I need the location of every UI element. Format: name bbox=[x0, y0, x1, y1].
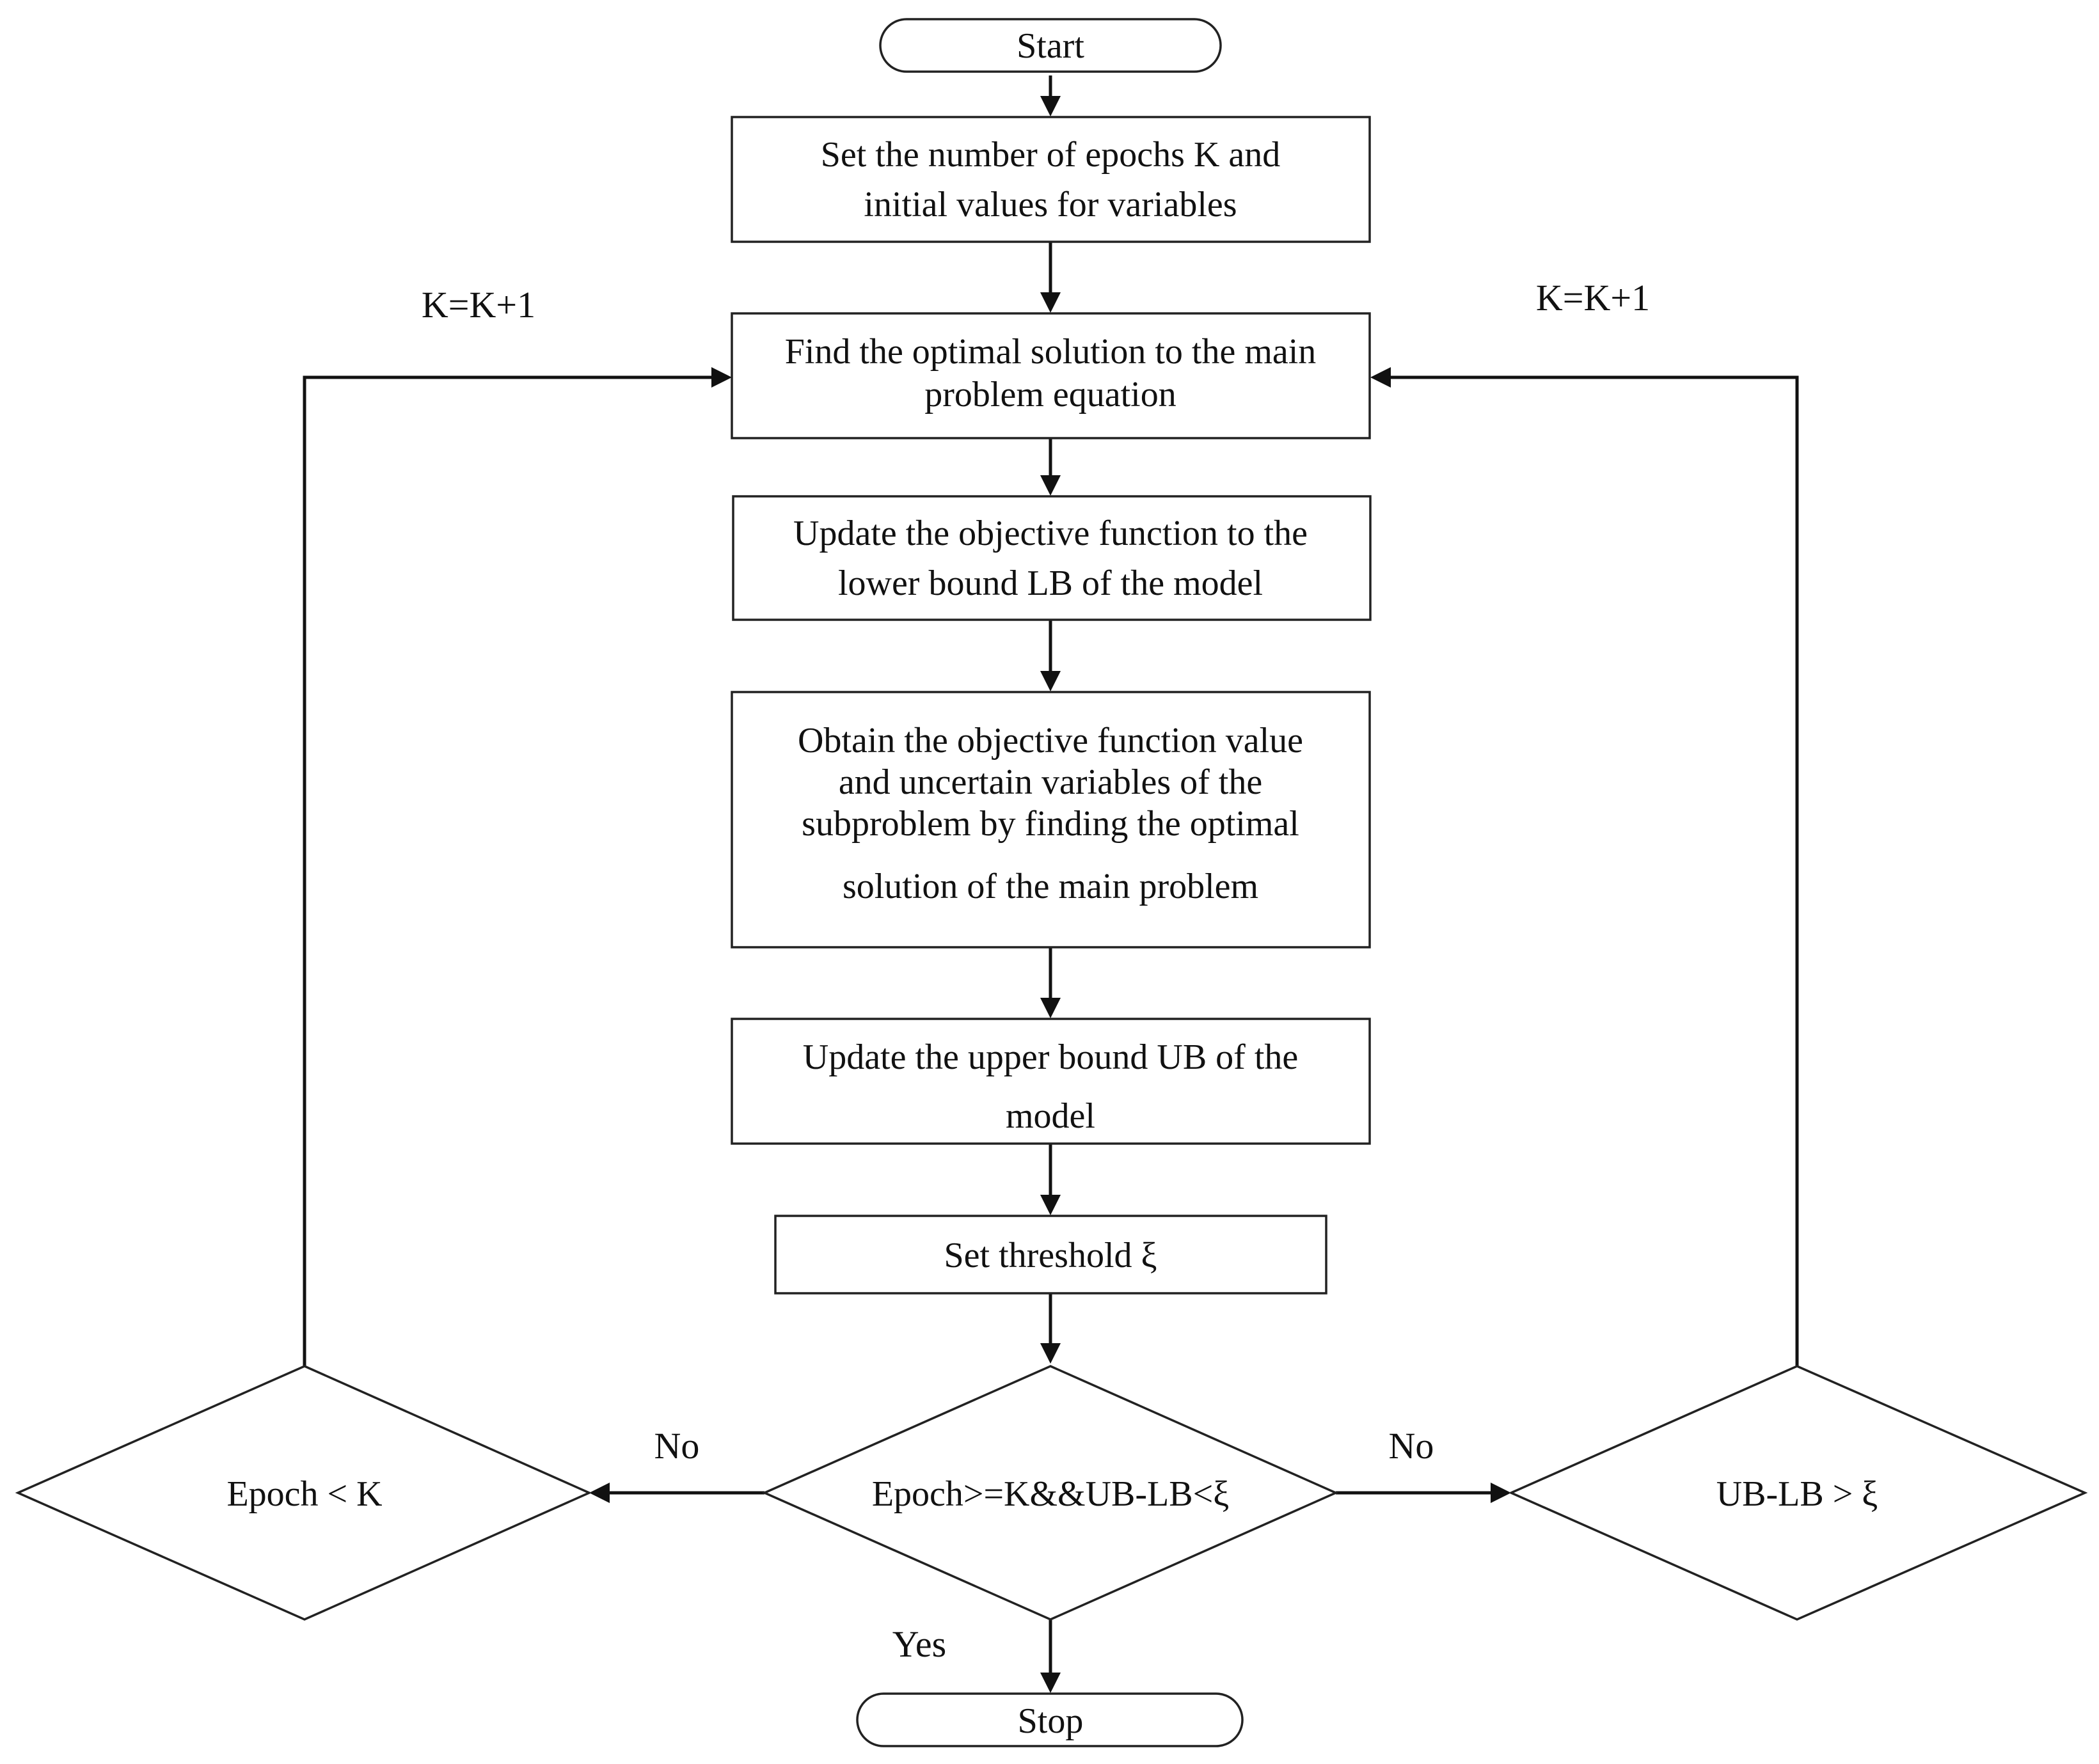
find-optimal-box bbox=[731, 312, 1371, 439]
update-ub-step: Update the upper bound UB of the model bbox=[731, 1018, 1371, 1145]
arrowhead bbox=[1491, 1483, 1511, 1503]
start-shape bbox=[879, 18, 1222, 73]
connector-right-loop bbox=[1388, 375, 1799, 1366]
stop-label: Stop bbox=[1018, 1701, 1084, 1741]
arrowhead bbox=[1040, 998, 1061, 1018]
edge-labels: K=K+1 K=K+1 No No Yes bbox=[422, 277, 1650, 1665]
find-optimal-step: Find the optimal solution to the main pr… bbox=[731, 312, 1371, 439]
update-lb-box bbox=[732, 495, 1372, 621]
arrowhead bbox=[1040, 1673, 1061, 1693]
connector-left-loop bbox=[303, 375, 715, 1366]
obtain-value-line-4: solution of the main problem bbox=[843, 867, 1258, 906]
arrowhead bbox=[711, 367, 732, 388]
main-decision: Epoch>=K&&UB-LB<ξ bbox=[761, 1365, 1339, 1621]
update-lb-line-1: Update the objective function to the bbox=[793, 514, 1308, 553]
connectors bbox=[303, 75, 1799, 1693]
start-label: Start bbox=[1017, 26, 1084, 66]
set-epochs-line-2: initial values for variables bbox=[864, 185, 1237, 224]
arrowhead bbox=[1040, 96, 1061, 116]
right-loop-label: K=K+1 bbox=[1536, 277, 1650, 319]
obtain-value-step: Obtain the objective function value and … bbox=[731, 691, 1371, 949]
arrowhead bbox=[1040, 292, 1061, 313]
right-decision: UB-LB > ξ bbox=[1508, 1365, 2088, 1621]
yes-label: Yes bbox=[892, 1623, 946, 1665]
find-optimal-line-2: problem equation bbox=[924, 375, 1176, 414]
update-ub-line-2: model bbox=[1006, 1096, 1095, 1136]
right-decision-diamond bbox=[1508, 1365, 2088, 1621]
obtain-value-line-3: subproblem by finding the optimal bbox=[802, 804, 1299, 844]
arrowhead bbox=[1370, 367, 1391, 388]
find-optimal-line-1: Find the optimal solution to the main bbox=[785, 332, 1317, 372]
arrowhead bbox=[1040, 475, 1061, 496]
start-terminal: Start bbox=[879, 18, 1222, 73]
set-epochs-box bbox=[731, 116, 1371, 243]
arrowhead bbox=[589, 1483, 610, 1503]
obtain-value-line-1: Obtain the objective function value bbox=[798, 721, 1303, 760]
set-threshold-label: Set threshold ξ bbox=[944, 1236, 1157, 1275]
set-epochs-line-1: Set the number of epochs K and bbox=[821, 135, 1280, 175]
set-threshold-step: Set threshold ξ bbox=[774, 1215, 1327, 1295]
no-right-label: No bbox=[1389, 1425, 1434, 1467]
obtain-value-box bbox=[731, 691, 1371, 949]
update-lb-step: Update the objective function to the low… bbox=[732, 495, 1372, 621]
update-ub-box bbox=[731, 1018, 1371, 1145]
left-loop-label: K=K+1 bbox=[422, 284, 535, 326]
right-decision-label: UB-LB > ξ bbox=[1716, 1474, 1878, 1514]
set-epochs-step: Set the number of epochs K and initial v… bbox=[731, 116, 1371, 243]
obtain-value-line-2: and uncertain variables of the bbox=[839, 762, 1262, 802]
no-left-label: No bbox=[654, 1425, 700, 1467]
arrowhead bbox=[1040, 1195, 1061, 1215]
update-ub-line-1: Update the upper bound UB of the bbox=[803, 1037, 1298, 1077]
left-decision: Epoch < K bbox=[15, 1365, 592, 1621]
set-threshold-box bbox=[774, 1215, 1327, 1295]
main-decision-label: Epoch>=K&&UB-LB<ξ bbox=[872, 1474, 1229, 1514]
update-lb-line-2: lower bound LB of the model bbox=[838, 563, 1263, 603]
arrowhead bbox=[1040, 1343, 1061, 1364]
stop-terminal: Stop bbox=[856, 1692, 1244, 1747]
main-decision-diamond bbox=[761, 1365, 1339, 1621]
arrowhead bbox=[1040, 671, 1061, 691]
left-decision-label: Epoch < K bbox=[226, 1474, 382, 1514]
stop-shape bbox=[856, 1692, 1244, 1747]
left-decision-diamond bbox=[15, 1365, 592, 1621]
